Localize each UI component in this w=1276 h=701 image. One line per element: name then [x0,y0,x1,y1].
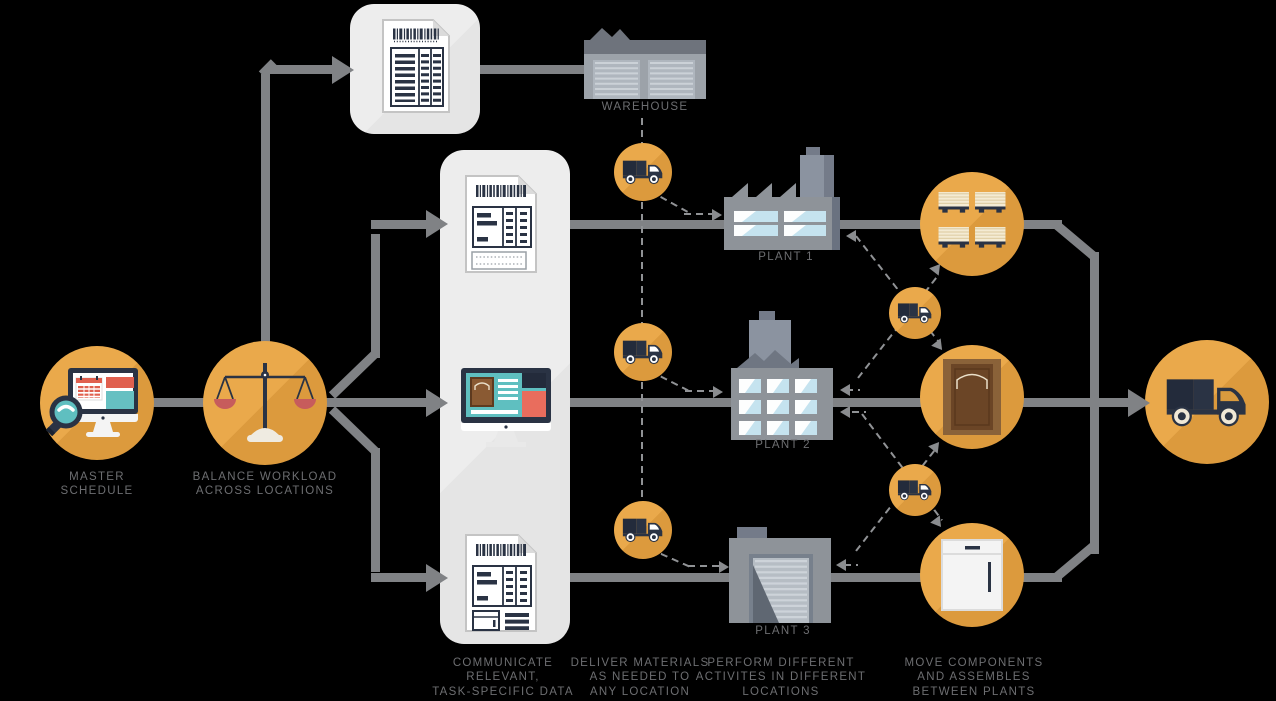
dashed-transferA-2h [846,389,860,391]
appliance-node [920,523,1024,627]
line-into-final [1093,398,1131,407]
product-monitor-icon [461,368,551,447]
monitor-magnifier-icon [46,368,138,437]
transfer-truck-2 [889,464,941,516]
balance-scale-icon [214,363,316,442]
line-balance-up [261,74,270,346]
truck-icon [622,160,663,185]
dashed-transferB-2h [844,564,858,566]
delivery-truck-2 [614,323,672,381]
dashed-warehouse-trucks [641,118,643,510]
truck-icon [622,518,663,543]
outbound-truck-node [1145,340,1269,464]
branch-down-vertical [371,448,380,572]
cabinet-node [920,345,1024,449]
line-topbox-to-warehouse [477,65,587,74]
arrow-into-top-box [332,56,354,84]
dashed-arrow-into-appliance [930,515,946,531]
warehouse-building-icon [584,28,706,99]
dashed-arrow-plant1-right [846,230,856,242]
dashed-truck2-h [685,390,713,392]
master-schedule-label: MASTER SCHEDULE [60,471,134,498]
deliver-label: DELIVER MATERIALS AS NEEDED TO ANY LOCAT… [570,657,710,698]
dashed-arrow-plant3-right [836,559,846,571]
dashed-transferB-1h [852,411,866,413]
balance-workload-label: BALANCE WORKLOAD ACROSS LOCATIONS [192,471,338,498]
arrow-into-midbox-row2 [426,389,448,417]
truck-icon [622,340,663,365]
plant3-label: PLANT 3 [755,625,811,637]
warehouse-label: WAREHOUSE [601,101,689,113]
truck-icon [1166,379,1246,427]
dashed-arrow-plant2-right-up [840,384,850,396]
plant2-label: PLANT 2 [755,439,811,451]
line-to-top-box [268,65,334,74]
arrow-into-midbox-row3 [426,564,448,592]
cabinet-door-icon [943,359,1001,435]
plant1-label: PLANT 1 [758,251,814,263]
dashed-arrow-into-cabinet-bottom [928,438,944,454]
appliance-icon [941,539,1003,611]
row3-line-left [371,573,428,582]
pallets-node [920,172,1024,276]
dashed-arrow-plant2-left [713,386,723,398]
factory-sawtooth-icon [724,147,840,250]
arrow-into-midbox-row1 [426,210,448,238]
dashed-arrow-plant2-right-dn [840,406,850,418]
perform-label: PERFORM DIFFERENT ACTIVITES IN DIFFERENT… [695,657,867,698]
delivery-truck-1 [614,143,672,201]
communicate-label: COMMUNICATE RELEVANT, TASK-SPECIFIC DATA [432,657,574,698]
truck-icon [897,303,932,324]
dashed-truck3-h [688,565,719,567]
factory-garage-icon [729,527,831,623]
truck-icon [897,480,932,501]
move-label: MOVE COMPONENTS AND ASSEMBLES BETWEEN PL… [904,657,1044,698]
row2-line-left [323,398,428,407]
dashed-truck1-h [684,213,712,215]
factory-tower-icon [731,311,833,440]
delivery-truck-3 [614,501,672,559]
dashed-arrow-plant3-left [719,561,729,573]
dashed-arrow-plant1-left [712,209,722,221]
branch-up-vertical [371,234,380,358]
task-document-bottom-icon [465,534,537,632]
inventory-document-icon [382,19,450,113]
line-master-to-balance [145,398,207,407]
task-document-top-icon [465,175,537,273]
transfer-truck-1 [889,287,941,339]
row1-line-left [371,220,428,229]
arrow-into-final-truck [1128,389,1150,417]
pallet-stacks-icon [938,192,1006,248]
